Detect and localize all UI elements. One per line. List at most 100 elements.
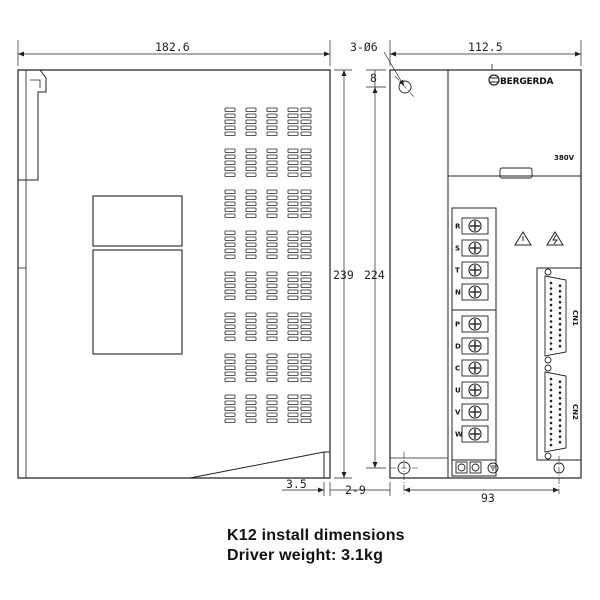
connector-pin (549, 388, 553, 392)
vent-slot (245, 160, 257, 165)
terminal-housing (461, 337, 489, 355)
vent-slot (300, 254, 312, 259)
vent-slot (224, 365, 236, 370)
vent-slot (266, 330, 278, 335)
vent-slot (300, 295, 312, 300)
connector-pin (549, 394, 553, 397)
terminal-screw (468, 219, 482, 233)
vent-slot (245, 242, 257, 247)
vent-slot (300, 394, 312, 399)
terminal-screw (468, 339, 482, 353)
vent-slot (300, 330, 312, 335)
terminal-screw (468, 383, 482, 397)
connector-pin (558, 322, 562, 326)
vent-slot (266, 236, 278, 241)
connector-pin (549, 292, 553, 296)
vent-slot (245, 113, 257, 118)
connector-pin (558, 424, 562, 428)
vent-slot (266, 394, 278, 399)
vent-slot (245, 254, 257, 259)
vent-slot (245, 371, 257, 376)
vent-slot (266, 125, 278, 130)
vent-slot (245, 125, 257, 130)
vent-slot (287, 207, 299, 212)
high-voltage-icon (546, 231, 564, 246)
connector-pin (558, 391, 562, 395)
vent-slot (300, 107, 312, 112)
vent-slot (224, 254, 236, 259)
vent-slot (287, 289, 299, 294)
vent-slot (245, 172, 257, 177)
brand-logo: BERGERDA (488, 74, 554, 87)
dimension-lines (17, 40, 582, 496)
terminal-housing (461, 239, 489, 257)
vent-slot (287, 277, 299, 282)
terminal-n: N (455, 283, 489, 301)
connector-pin (549, 438, 553, 441)
vent-slot (224, 248, 236, 253)
vent-slot (266, 289, 278, 294)
vent-slot (300, 160, 312, 165)
connector-pin (549, 298, 553, 301)
vent-slot (287, 172, 299, 177)
connector-pin (549, 342, 553, 345)
terminal-label: T (455, 267, 460, 275)
vent-slot (287, 242, 299, 247)
terminal-label: R (455, 223, 461, 231)
connector-pin (558, 402, 562, 406)
vent-slot (300, 406, 312, 411)
vent-slot (300, 248, 312, 253)
vent-slot (245, 271, 257, 276)
vent-slot (266, 172, 278, 177)
vent-slot (224, 400, 236, 405)
vent-slot (224, 295, 236, 300)
terminal-p: P (455, 315, 489, 333)
vent-slot (300, 148, 312, 153)
vent-slot (287, 254, 299, 259)
vent-slot (245, 189, 257, 194)
vent-slot (224, 318, 236, 323)
cn1-connector (544, 268, 567, 364)
connector-pin (549, 320, 553, 323)
connector-pin (549, 383, 553, 386)
vent-slot (224, 107, 236, 112)
vent-slot (300, 207, 312, 212)
connector-pin (558, 435, 562, 439)
vent-slot (266, 318, 278, 323)
vent-slot (266, 418, 278, 423)
vent-slot (300, 365, 312, 370)
vent-slot (266, 248, 278, 253)
vent-slot (245, 283, 257, 288)
vent-slot (224, 160, 236, 165)
terminal-label: V (455, 409, 461, 417)
connector-pin (558, 306, 562, 310)
connector-pin (558, 333, 562, 337)
terminal-housing (461, 261, 489, 279)
connector-pin (549, 347, 553, 351)
connector-pin (558, 413, 562, 417)
terminal-screw (468, 317, 482, 331)
vent-slot (224, 336, 236, 341)
vent-slot (245, 330, 257, 335)
vent-slot (287, 365, 299, 370)
connector-pin (558, 429, 562, 433)
vent-slot (245, 353, 257, 358)
vent-slot (266, 113, 278, 118)
connector-pin (549, 416, 553, 419)
vent-slot (224, 166, 236, 171)
vent-slot (245, 195, 257, 200)
connector-pin (549, 432, 553, 436)
vent-slot (266, 213, 278, 218)
cn1-label: CN1 (571, 310, 579, 326)
terminal-housing (461, 315, 489, 333)
vent-slot (287, 312, 299, 317)
mount-hole-centerlines (390, 75, 560, 494)
terminal-housing (461, 381, 489, 399)
vent-slot (300, 336, 312, 341)
vent-slot (245, 119, 257, 124)
vent-slot (300, 418, 312, 423)
vent-slot (266, 324, 278, 329)
vent-slot (287, 119, 299, 124)
caption-title: K12 install dimensions (227, 527, 405, 544)
